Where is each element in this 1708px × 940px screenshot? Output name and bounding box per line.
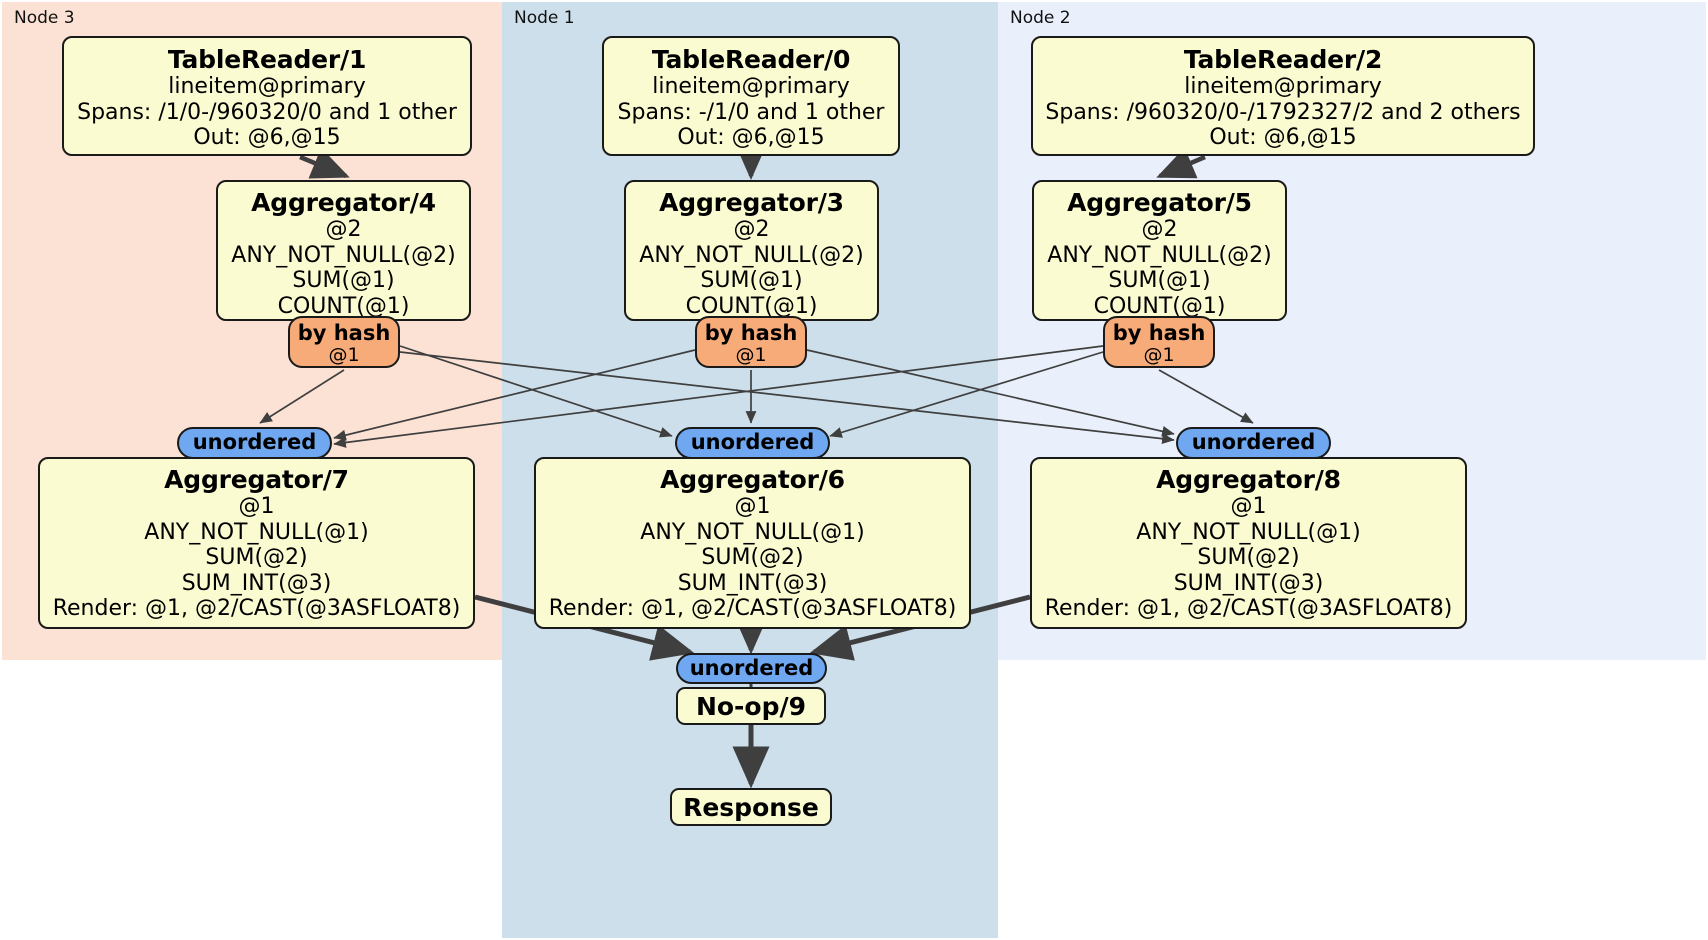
node-label-node3: Node 3 xyxy=(14,8,75,28)
processor-box-tablereader-2[interactable]: TableReader/2 lineitem@primary Spans: /9… xyxy=(1031,36,1535,156)
box-line: Spans: /1/0-/960320/0 and 1 other xyxy=(77,99,457,125)
box-line: SUM(@1) xyxy=(292,268,395,294)
processor-box-response[interactable]: Response xyxy=(670,788,832,826)
box-line: lineitem@primary xyxy=(168,74,366,99)
processor-box-aggregator-3[interactable]: Aggregator/3 @2 ANY_NOT_NULL(@2) SUM(@1)… xyxy=(624,180,879,321)
box-line: ANY_NOT_NULL(@1) xyxy=(144,519,369,545)
router-column: @1 xyxy=(328,344,360,367)
processor-box-aggregator-6[interactable]: Aggregator/6 @1 ANY_NOT_NULL(@1) SUM(@2)… xyxy=(534,457,971,629)
processor-box-aggregator-4[interactable]: Aggregator/4 @2 ANY_NOT_NULL(@2) SUM(@1)… xyxy=(216,180,471,321)
box-line: ANY_NOT_NULL(@1) xyxy=(1136,519,1361,545)
box-title: TableReader/2 xyxy=(1183,45,1383,74)
box-line: lineitem@primary xyxy=(1184,74,1382,99)
box-title: Aggregator/5 xyxy=(1067,188,1252,217)
box-line: @2 xyxy=(733,217,770,242)
box-line: COUNT(@1) xyxy=(1093,293,1226,319)
node-label-node2: Node 2 xyxy=(1010,8,1071,28)
synchronizer-pill-unordered-7[interactable]: unordered xyxy=(177,427,332,459)
box-title: Aggregator/6 xyxy=(660,465,845,494)
box-line: Out: @6,@15 xyxy=(677,125,825,151)
processor-box-aggregator-5[interactable]: Aggregator/5 @2 ANY_NOT_NULL(@2) SUM(@1)… xyxy=(1032,180,1287,321)
router-pill-by-hash-4[interactable]: by hash @1 xyxy=(288,316,400,368)
box-line: ANY_NOT_NULL(@2) xyxy=(231,242,456,268)
box-line: SUM(@2) xyxy=(701,545,804,571)
box-line: COUNT(@1) xyxy=(277,293,410,319)
processor-box-tablereader-0[interactable]: TableReader/0 lineitem@primary Spans: -/… xyxy=(602,36,900,156)
box-line: ANY_NOT_NULL(@2) xyxy=(1047,242,1272,268)
box-title: Aggregator/7 xyxy=(164,465,349,494)
box-line: Out: @6,@15 xyxy=(193,125,341,151)
box-line: @1 xyxy=(1230,494,1267,519)
box-line: SUM_INT(@3) xyxy=(677,570,828,596)
router-label: by hash xyxy=(1112,321,1206,345)
processor-box-aggregator-8[interactable]: Aggregator/8 @1 ANY_NOT_NULL(@1) SUM(@2)… xyxy=(1030,457,1467,629)
synchronizer-pill-unordered-6[interactable]: unordered xyxy=(675,427,830,459)
synchronizer-pill-unordered-8[interactable]: unordered xyxy=(1176,427,1331,459)
box-line: SUM(@1) xyxy=(1108,268,1211,294)
box-title: TableReader/1 xyxy=(167,45,367,74)
processor-box-tablereader-1[interactable]: TableReader/1 lineitem@primary Spans: /1… xyxy=(62,36,472,156)
box-line: ANY_NOT_NULL(@2) xyxy=(639,242,864,268)
box-line: SUM(@1) xyxy=(700,268,803,294)
box-line: Render: @1, @2/CAST(@3ASFLOAT8) xyxy=(1044,596,1453,622)
box-title: Aggregator/3 xyxy=(659,188,844,217)
box-title: Aggregator/8 xyxy=(1156,465,1341,494)
processor-box-aggregator-7[interactable]: Aggregator/7 @1 ANY_NOT_NULL(@1) SUM(@2)… xyxy=(38,457,475,629)
box-line: SUM_INT(@3) xyxy=(181,570,332,596)
box-line: @1 xyxy=(238,494,275,519)
box-line: @2 xyxy=(1141,217,1178,242)
box-line: Out: @6,@15 xyxy=(1209,125,1357,151)
box-line: @1 xyxy=(734,494,771,519)
synchronizer-pill-unordered-final[interactable]: unordered xyxy=(676,653,827,684)
router-pill-by-hash-5[interactable]: by hash @1 xyxy=(1103,316,1215,368)
box-line: Spans: -/1/0 and 1 other xyxy=(617,99,885,125)
node-label-node1: Node 1 xyxy=(514,8,575,28)
router-column: @1 xyxy=(735,344,767,367)
box-line: ANY_NOT_NULL(@1) xyxy=(640,519,865,545)
router-column: @1 xyxy=(1143,344,1175,367)
box-line: SUM(@2) xyxy=(205,545,308,571)
box-line: Spans: /960320/0-/1792327/2 and 2 others xyxy=(1045,99,1521,125)
router-pill-by-hash-3[interactable]: by hash @1 xyxy=(695,316,807,368)
router-label: by hash xyxy=(297,321,391,345)
box-line: SUM(@2) xyxy=(1197,545,1300,571)
router-label: by hash xyxy=(704,321,798,345)
box-line: SUM_INT(@3) xyxy=(1173,570,1324,596)
box-title: TableReader/0 xyxy=(651,45,851,74)
processor-box-no-op-9[interactable]: No-op/9 xyxy=(676,687,826,725)
box-line: COUNT(@1) xyxy=(685,293,818,319)
box-line: Render: @1, @2/CAST(@3ASFLOAT8) xyxy=(52,596,461,622)
box-line: Render: @1, @2/CAST(@3ASFLOAT8) xyxy=(548,596,957,622)
box-line: @2 xyxy=(325,217,362,242)
box-title: Aggregator/4 xyxy=(251,188,436,217)
box-line: lineitem@primary xyxy=(652,74,850,99)
